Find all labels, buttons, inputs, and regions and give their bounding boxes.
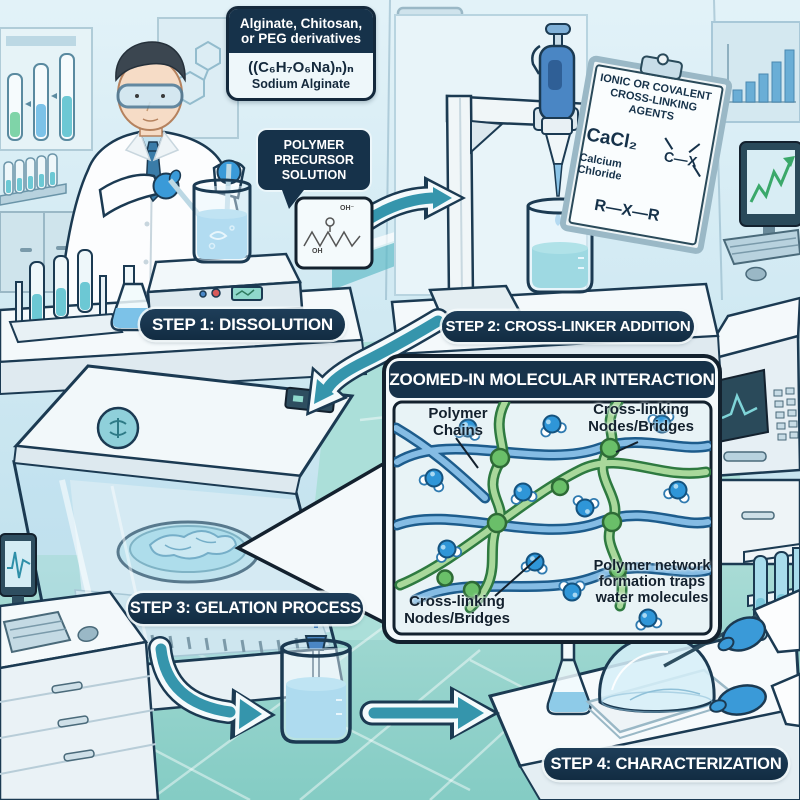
dropper [304, 635, 328, 651]
clipboard-compound-name: Calcium Chloride [576, 151, 623, 184]
panel-header [389, 361, 715, 398]
hair [115, 41, 186, 83]
label-polymer-chains: Polymer Chains [428, 405, 488, 439]
molecular-panel [382, 354, 722, 644]
clipboard-bond-covalent: C—X [662, 148, 699, 170]
desk-bottom-left [0, 533, 160, 800]
petri-dish [116, 520, 260, 584]
arrow-beaker-to-step4 [359, 686, 500, 740]
step1-banner: STEP 1: DISSOLUTION [140, 309, 345, 340]
crosslink-nodes [436, 437, 628, 600]
materials-title: Alginate, Chitosan, or PEG derivatives [229, 9, 373, 54]
bar-chart-poster [711, 21, 800, 123]
polymer-network [394, 402, 711, 632]
clipboard-bond-generic: R—X—R [593, 196, 661, 225]
label-pointer-lines [455, 437, 639, 597]
step4-banner: STEP 4: CHARACTERIZATION [544, 748, 788, 780]
desk-mouse [77, 626, 99, 642]
micropipette [531, 23, 576, 226]
molecular-panel-title: ZOOMED-IN MOLECULAR INTERACTION [389, 369, 715, 389]
chem-note-bottom: OH [312, 248, 323, 255]
test-tube-poster [0, 27, 93, 151]
arrow-step2-to-hood [306, 308, 450, 416]
precursor-bubble: POLYMER PRECURSOR SOLUTION [258, 130, 370, 210]
sodium-alginate-formula: ((C₆H₇O₆Na)ₙ)ₙ [248, 59, 354, 77]
clipboard-compound: CaCl₂ [584, 124, 640, 155]
materials-callout: Alginate, Chitosan, or PEG derivatives (… [226, 6, 376, 102]
bubble-tail [282, 190, 304, 210]
clipboard [559, 53, 733, 254]
precursor-bubble-label: POLYMER PRECURSOR SOLUTION [274, 138, 354, 182]
clipboard-title: IONIC OR COVALENT CROSS-LINKING AGENTS [599, 71, 713, 123]
mouse [745, 266, 767, 282]
safety-goggles [116, 83, 184, 109]
keyboard [722, 228, 800, 266]
arrow-step3-to-beaker [148, 636, 276, 740]
beaker-gelation [280, 618, 352, 744]
sleeve-upper [752, 588, 800, 654]
step2-banner: STEP 2: CROSS-LINKER ADDITION [442, 311, 694, 342]
beaker-step1 [192, 178, 252, 264]
gel-sample [148, 530, 238, 560]
chem-note-top: OH⁻ [340, 205, 355, 212]
step3-banner: STEP 3: GELATION PROCESS [128, 593, 363, 624]
label-nodes-top: Cross-linking Nodes/Bridges [588, 401, 694, 435]
clipboard-text: IONIC OR COVALENT CROSS-LINKING AGENTS C… [562, 58, 730, 252]
label-network: Polymer network formation traps water mo… [593, 558, 711, 607]
test-tube-rack-left [8, 249, 124, 344]
sleeve-lower [770, 672, 800, 728]
sodium-alginate-name: Sodium Alginate [251, 77, 351, 92]
wall-shelf [0, 153, 67, 206]
label-nodes-bottom: Cross-linking Nodes/Bridges [404, 593, 510, 627]
flask-step4 [546, 640, 592, 716]
droplet [555, 212, 561, 226]
chem-structure-card [294, 196, 374, 270]
computer-monitor [739, 141, 800, 242]
